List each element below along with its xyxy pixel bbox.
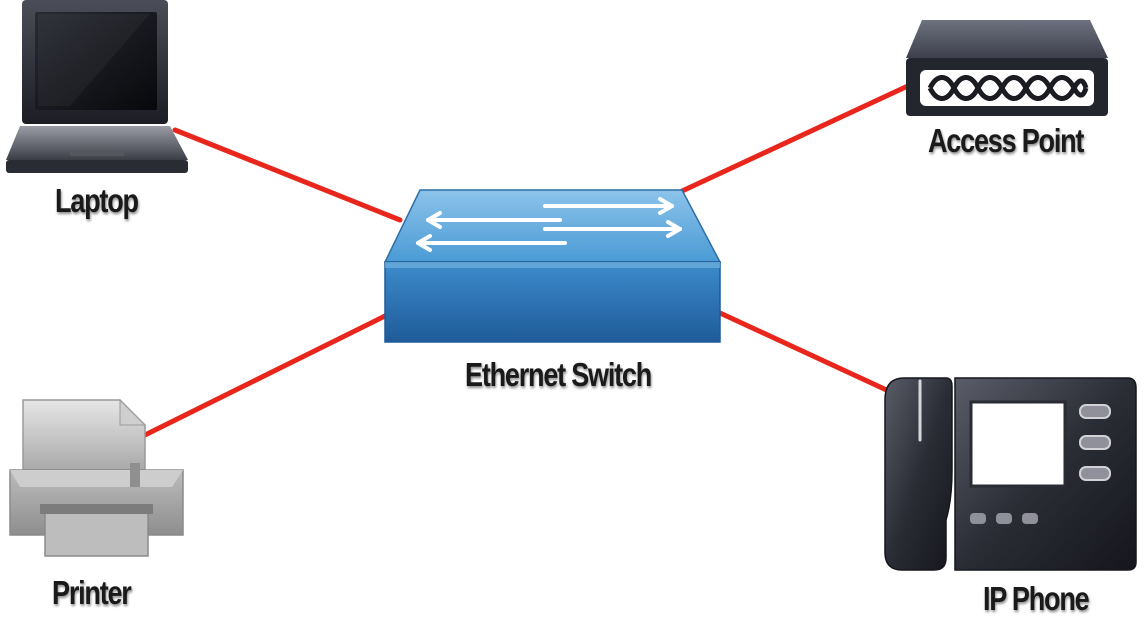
laptop-label: Laptop: [55, 182, 139, 219]
link-switch-ip-phone: [717, 310, 896, 396]
printer-label: Printer: [52, 574, 132, 611]
printer-icon: [9, 398, 184, 557]
connection-lines: [142, 82, 913, 438]
link-switch-access-point: [677, 82, 913, 195]
link-switch-printer: [142, 312, 390, 438]
phone-softkey-1: [1079, 404, 1111, 419]
access-point-icon: [906, 20, 1108, 116]
phone-softkey-3: [1079, 466, 1111, 481]
phone-key-3: [1022, 513, 1038, 524]
phone-key-2: [996, 513, 1012, 524]
ip-phone-label: IP Phone: [983, 580, 1090, 617]
link-switch-laptop: [172, 127, 403, 223]
ethernet-switch-icon: [383, 189, 722, 343]
access-point-label: Access Point: [928, 122, 1084, 159]
phone-key-1: [970, 513, 986, 524]
ip-phone-icon: [884, 377, 1137, 571]
phone-softkey-2: [1079, 435, 1111, 450]
ethernet-switch-label: Ethernet Switch: [465, 356, 652, 393]
laptop-icon: [6, 0, 188, 173]
